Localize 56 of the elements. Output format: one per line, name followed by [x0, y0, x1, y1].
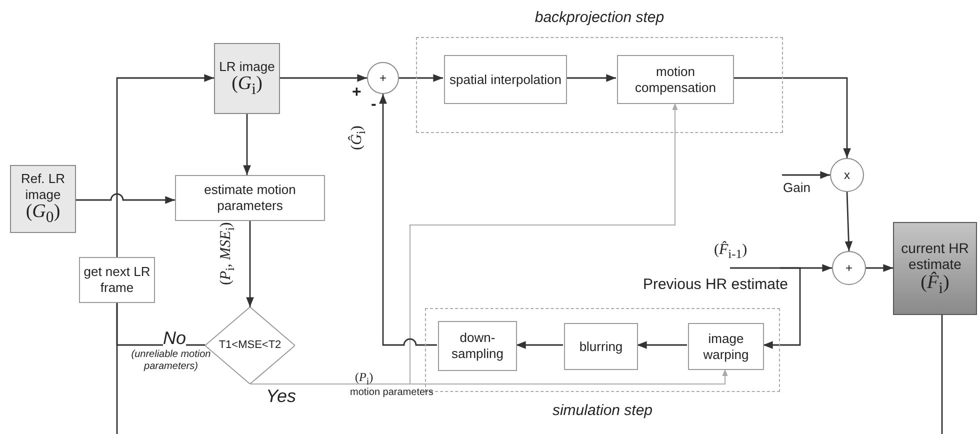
process-box: [438, 321, 517, 371]
connector-arrow: [379, 94, 437, 346]
connector-arrow: [280, 74, 367, 82]
node-text: Ref. LR image: [20, 171, 66, 202]
node-text: blurring: [579, 338, 623, 354]
node-text: estimate motion parameters: [203, 182, 297, 214]
symbol-label: (F̂$_{i-1}$): [714, 242, 748, 262]
annotation-text: motion parameters: [350, 387, 434, 398]
connector-arrow: [866, 264, 893, 272]
node-text: +: [379, 70, 386, 86]
multiply-junction: [830, 158, 864, 192]
sign-label: +: [352, 84, 362, 102]
node-text: get next LR frame: [82, 264, 152, 296]
node-text: motion compensation: [634, 64, 717, 96]
group-heading: backprojection step: [534, 9, 664, 27]
connector-arrow: [730, 264, 832, 272]
process-box: [688, 323, 764, 370]
connector-arrow: [399, 74, 443, 82]
connector-arrow: [733, 77, 851, 158]
node-text: down-sampling: [450, 330, 505, 362]
math-symbol: (G$_{i}$): [232, 74, 262, 98]
node-text: +: [845, 260, 852, 276]
process-box: [79, 257, 155, 303]
sign-label: -: [371, 96, 376, 114]
process-box: [617, 55, 734, 104]
sum-junction: [367, 62, 399, 94]
node-text: x: [844, 168, 850, 182]
connector-arrow: [76, 193, 175, 204]
process-box: [175, 175, 325, 221]
annotation-text: (unreliable motion parameters): [130, 349, 212, 373]
connector-arrow: [844, 192, 853, 252]
node-text: current HR estimate: [900, 240, 970, 272]
connector-arrow: [246, 221, 254, 307]
annotation-text: (P$_{i}$): [355, 370, 374, 388]
process-box: [564, 323, 638, 370]
image-box: [214, 43, 280, 114]
node-text: LR image: [219, 58, 275, 74]
connector-arrow: [566, 74, 616, 82]
sum-junction: [832, 251, 866, 285]
connector-arrow: [516, 341, 563, 349]
node-text: image warping: [702, 330, 750, 362]
process-box: [444, 55, 567, 104]
math-symbol: (F̂$_{i}$): [920, 273, 950, 298]
connector-arrow: [243, 114, 251, 175]
connector-arrow: [116, 74, 214, 257]
connector-arrow: [637, 341, 687, 349]
edge-label: Gain: [783, 180, 810, 195]
condition-text: T1<MSE<T2: [218, 338, 282, 352]
math-symbol: (G$_{0}$): [26, 202, 60, 227]
image-box: [10, 165, 76, 233]
input-label: Previous HR estimate: [596, 268, 788, 294]
output-box: [893, 222, 977, 315]
connector-arrow: [763, 267, 801, 349]
node-text: spatial interpolation: [449, 72, 562, 88]
group-heading: simulation step: [552, 402, 653, 420]
connector-arrow: [782, 171, 830, 179]
